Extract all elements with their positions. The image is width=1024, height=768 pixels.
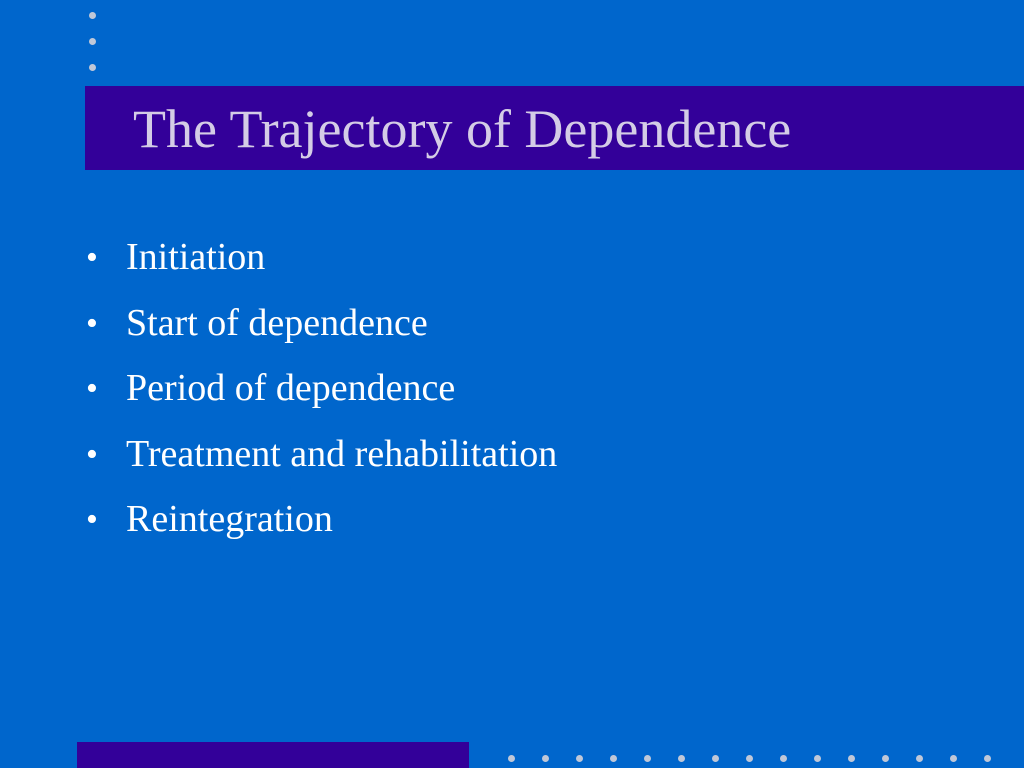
bullet-icon: • xyxy=(86,435,98,473)
bullet-icon: • xyxy=(86,370,98,407)
bullet-text: Start of dependence xyxy=(126,301,428,344)
footer-band xyxy=(77,742,469,768)
decorative-dot xyxy=(984,755,991,762)
decorative-dot xyxy=(780,755,787,762)
bullet-text: Period of dependence xyxy=(126,367,456,409)
decorative-dot xyxy=(610,755,617,762)
decorative-dot xyxy=(542,755,549,762)
bullet-icon: • xyxy=(86,304,98,342)
decorative-dot xyxy=(644,755,651,762)
decorative-dot xyxy=(746,755,753,762)
decorative-dot xyxy=(678,755,685,762)
title-band xyxy=(85,86,1024,170)
decorative-dot xyxy=(508,755,515,762)
bullet-text: Reintegration xyxy=(126,498,333,540)
decorative-dot xyxy=(89,12,96,19)
decorative-dot xyxy=(89,38,96,45)
decorative-dot xyxy=(882,755,889,762)
bullet-text: Treatment and rehabilitation xyxy=(126,432,558,475)
decorative-dot xyxy=(848,755,855,762)
bullet-icon: • xyxy=(86,239,98,276)
decorative-dot xyxy=(814,755,821,762)
bullet-icon: • xyxy=(86,501,98,538)
decorative-dot xyxy=(950,755,957,762)
decorative-dot xyxy=(89,64,96,71)
slide-title: The Trajectory of Dependence xyxy=(133,99,792,159)
decorative-dot xyxy=(916,755,923,762)
decorative-dot xyxy=(576,755,583,762)
bullet-text: Initiation xyxy=(126,236,266,278)
decorative-dot xyxy=(712,755,719,762)
